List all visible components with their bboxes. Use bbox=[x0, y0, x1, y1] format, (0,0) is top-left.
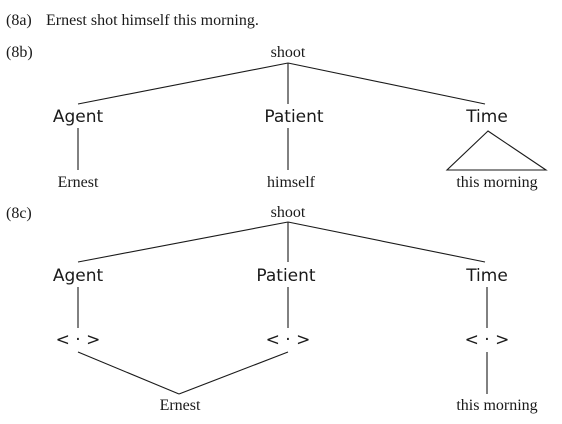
tree-c-role-agent: Agent bbox=[53, 266, 104, 286]
tree-b-filler-time: this morning bbox=[456, 174, 537, 191]
tree-b-filler-patient: himself bbox=[267, 174, 316, 191]
tree-b-role-agent: Agent bbox=[53, 107, 104, 127]
tree-b-role-patient: Patient bbox=[264, 107, 324, 127]
example-8c-label: (8c) bbox=[6, 205, 32, 222]
tree-c-edge-root-time bbox=[287, 221, 486, 263]
tree-b-edge-root-time bbox=[287, 62, 486, 105]
tree-c-edge-patient-ernest bbox=[178, 351, 289, 395]
tree-b-filler-agent: Ernest bbox=[58, 174, 99, 191]
tree-c-edge-root-agent bbox=[77, 221, 289, 263]
example-8a-sentence: Ernest shot himself this morning. bbox=[46, 12, 259, 29]
tree-b-role-time: Time bbox=[465, 107, 508, 127]
tree-c-slot-patient: < · > bbox=[266, 330, 311, 350]
tree-c-slot-time: < · > bbox=[465, 330, 510, 350]
tree-b-root: shoot bbox=[271, 44, 306, 61]
tree-c-root: shoot bbox=[271, 204, 306, 221]
tree-c-edge-agent-ernest bbox=[77, 351, 180, 395]
tree-c-role-time: Time bbox=[465, 266, 508, 286]
example-8a-label: (8a) bbox=[6, 12, 32, 29]
tree-c-filler-time: this morning bbox=[456, 397, 537, 414]
tree-c-shared-filler: Ernest bbox=[160, 397, 201, 414]
tree-c-slot-agent: < · > bbox=[56, 330, 101, 350]
tree-c-role-patient: Patient bbox=[256, 266, 316, 286]
tree-b-time-triangle bbox=[445, 130, 548, 171]
example-8b-label: (8b) bbox=[6, 44, 33, 61]
tree-b-edge-root-agent bbox=[77, 62, 289, 105]
